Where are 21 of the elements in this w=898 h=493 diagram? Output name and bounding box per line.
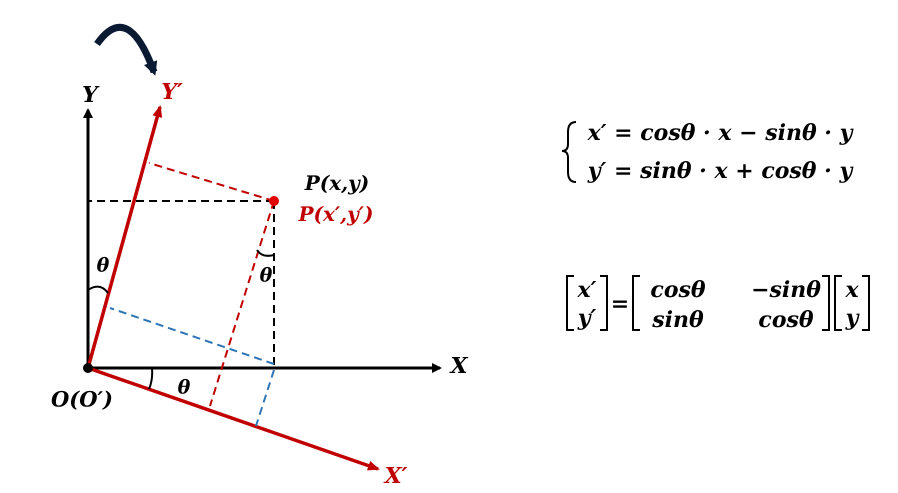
equals-sign: = xyxy=(610,293,630,315)
axis-label: X′ xyxy=(384,465,408,487)
angle-label: θ xyxy=(260,266,272,286)
axis-label: Y′ xyxy=(161,81,183,103)
matrix-entry: x′ xyxy=(578,279,596,301)
equation: x′ = cosθ · x − sinθ · y xyxy=(588,122,852,144)
origin-label: O(O′) xyxy=(51,388,113,410)
matrix-entry: y′ xyxy=(578,307,596,329)
axis-label: X xyxy=(450,355,468,377)
matrix-entry: cosθ xyxy=(758,309,814,331)
point-label: P(x,y) xyxy=(304,173,370,193)
matrix-entry: y xyxy=(846,307,858,329)
angle-label: θ xyxy=(96,256,110,276)
axis-label: Y xyxy=(82,84,98,106)
angle-label: θ xyxy=(178,378,190,398)
point-label: P(x′,y′) xyxy=(298,204,374,224)
matrix-entry: sinθ xyxy=(652,309,704,331)
equation: y′ = sinθ · x + cosθ · y xyxy=(588,160,852,182)
matrix-entry: −sinθ xyxy=(751,279,821,301)
matrix-entry: cosθ xyxy=(650,279,706,301)
matrix-entry: x xyxy=(845,279,859,301)
